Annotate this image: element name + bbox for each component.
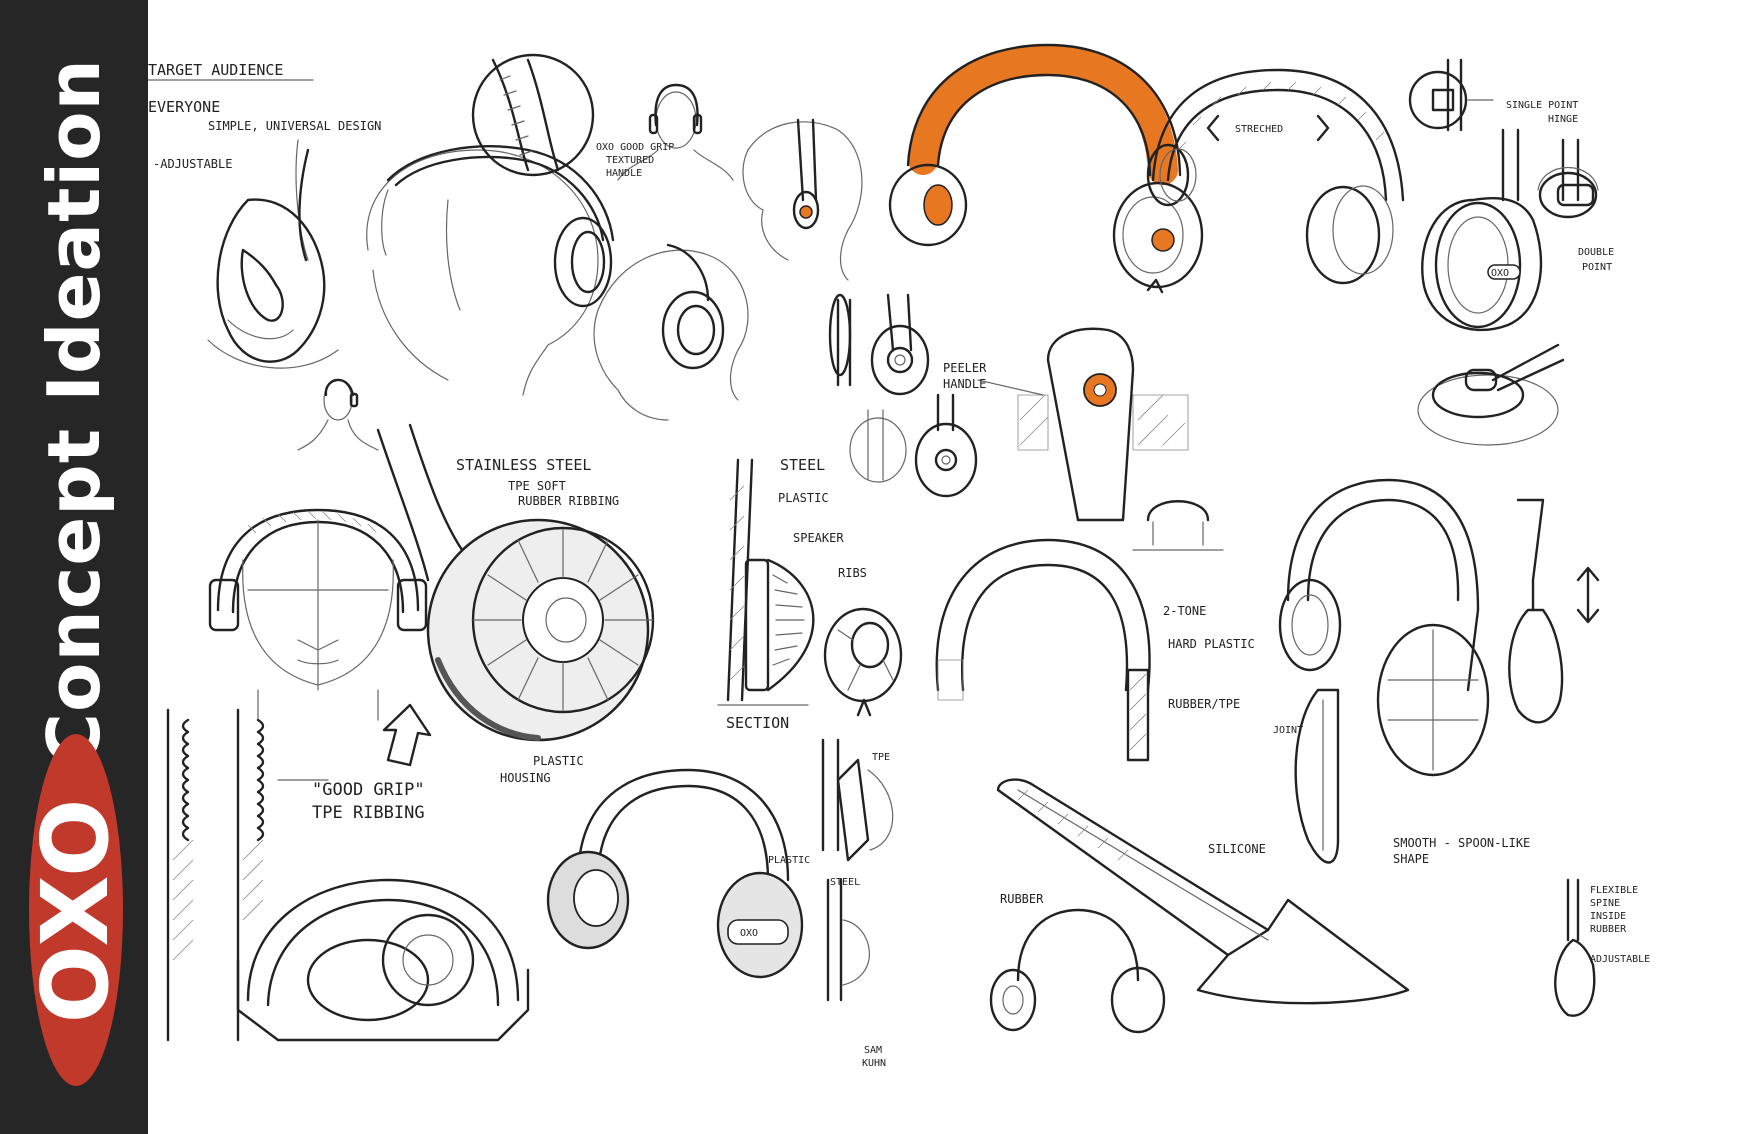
label-peeler-1: PEELER [943, 361, 987, 375]
label-oxo-badge-2: OXO [740, 928, 758, 939]
orange-headband-headphones-sketch [888, 43, 1204, 294]
spoon-tall-sketch [1508, 498, 1600, 724]
label-two-tone: 2-TONE [1163, 604, 1206, 618]
arch-band-sketch [935, 500, 1224, 762]
ear-sketch [207, 139, 339, 369]
label-section: SECTION [726, 714, 789, 732]
head-profile-sketch [742, 118, 863, 281]
folded-headphones-sketch [236, 878, 530, 1042]
label-rubber-tpe: RUBBER/TPE [1168, 697, 1240, 711]
side-section-sketch [821, 738, 894, 1002]
label-silicone: SILICONE [1208, 842, 1266, 856]
label-single-point-1: SINGLE POINT [1506, 100, 1578, 111]
label-flexible-3: INSIDE [1590, 911, 1626, 922]
label-double-point-2: POINT [1582, 262, 1612, 273]
label-good-grip-1: "GOOD GRIP" [312, 780, 425, 800]
label-section-speaker: SPEAKER [793, 531, 844, 545]
label-signature-2: KUHN [862, 1058, 886, 1069]
oxo-logo [29, 734, 123, 1086]
label-simple-universal: SIMPLE, UNIVERSAL DESIGN [208, 119, 381, 133]
double-point-headphone-sketch [1421, 128, 1543, 332]
sketch-canvas: TARGET AUDIENCE EVERYONE SIMPLE, UNIVERS… [148, 0, 1763, 1134]
label-oxo-good-grip-1: OXO GOOD GRIP [596, 142, 674, 153]
label-adjustable: -ADJUSTABLE [153, 157, 232, 171]
label-joint: JOINT [1273, 725, 1303, 736]
label-tpe-soft-1: TPE SOFT [508, 479, 566, 493]
rubber-headphones-sketch [989, 908, 1166, 1034]
label-oxo-good-grip-3: HANDLE [606, 168, 642, 179]
sidebar: Concept Ideation OXO [0, 0, 148, 1134]
label-signature-1: SAM [864, 1045, 882, 1056]
grip-closeup-sketch [471, 53, 595, 177]
label-tpe-small: TPE [872, 752, 890, 763]
annotations: TARGET AUDIENCE EVERYONE SIMPLE, UNIVERS… [148, 61, 1650, 1069]
label-flexible-2: SPINE [1590, 898, 1620, 909]
headphone-right-large-sketch [1278, 478, 1490, 777]
label-section-steel: STEEL [780, 456, 825, 474]
spatula-sketch [996, 778, 1410, 1005]
small-profiles-sketch [828, 293, 978, 498]
spoon-side-sketch [1294, 688, 1340, 864]
hinge-sketches [1408, 58, 1599, 219]
label-single-point-2: HINGE [1548, 114, 1578, 125]
section-drawing-sketch [717, 458, 815, 706]
head-tiny-sketch [297, 378, 379, 451]
oxo-logo-text: OXO [22, 796, 129, 1024]
label-steel-small: STEEL [830, 877, 860, 888]
label-flexible-1: FLEXIBLE [1590, 885, 1638, 896]
label-smooth-1: SMOOTH - SPOON-LIKE [1393, 836, 1530, 850]
base-hinge-sketch [1417, 343, 1565, 446]
label-streched: STRECHED [1235, 124, 1283, 135]
head-3q-sketch [366, 145, 615, 396]
label-plastic-housing-1: PLASTIC [533, 754, 584, 768]
arrow-sketch [382, 703, 432, 767]
head-profile-large-sketch [593, 243, 749, 421]
label-flexible-5: ADJUSTABLE [1590, 954, 1650, 965]
ear-cup-3d-sketch [823, 607, 903, 717]
peeler-handle-sketch [977, 327, 1189, 522]
label-rubber: RUBBER [1000, 892, 1044, 906]
flexible-spine-spoon-sketch [1554, 878, 1596, 1017]
label-everyone: EVERYONE [148, 98, 220, 116]
label-section-ribs: RIBS [838, 566, 867, 580]
stainless-earpiece-sketch [376, 423, 655, 742]
page-title: Concept Ideation [32, 58, 116, 766]
label-peeler-2: HANDLE [943, 377, 986, 391]
label-section-plastic: PLASTIC [778, 491, 829, 505]
label-target-audience: TARGET AUDIENCE [148, 61, 283, 79]
label-oxo-badge-1: OXO [1491, 268, 1509, 279]
label-stainless-steel: STAINLESS STEEL [456, 456, 591, 474]
head-front-large-sketch [208, 508, 428, 721]
head-front-small-sketch [617, 83, 734, 181]
headphones-3d-sketch [546, 768, 804, 979]
label-smooth-2: SHAPE [1393, 852, 1429, 866]
label-double-point-1: DOUBLE [1578, 247, 1614, 258]
label-flexible-4: RUBBER [1590, 924, 1627, 935]
sketch-sheet: TARGET AUDIENCE EVERYONE SIMPLE, UNIVERS… [148, 43, 1650, 1069]
label-oxo-good-grip-2: TEXTURED [606, 155, 654, 166]
stretched-headphones-sketch [1146, 68, 1405, 285]
label-hard-plastic: HARD PLASTIC [1168, 637, 1255, 651]
label-tpe-soft-2: RUBBER RIBBING [518, 494, 619, 508]
label-good-grip-2: TPE RIBBING [312, 803, 425, 823]
label-plastic-housing-2: HOUSING [500, 771, 551, 785]
label-plastic-small: PLASTIC [768, 855, 810, 866]
